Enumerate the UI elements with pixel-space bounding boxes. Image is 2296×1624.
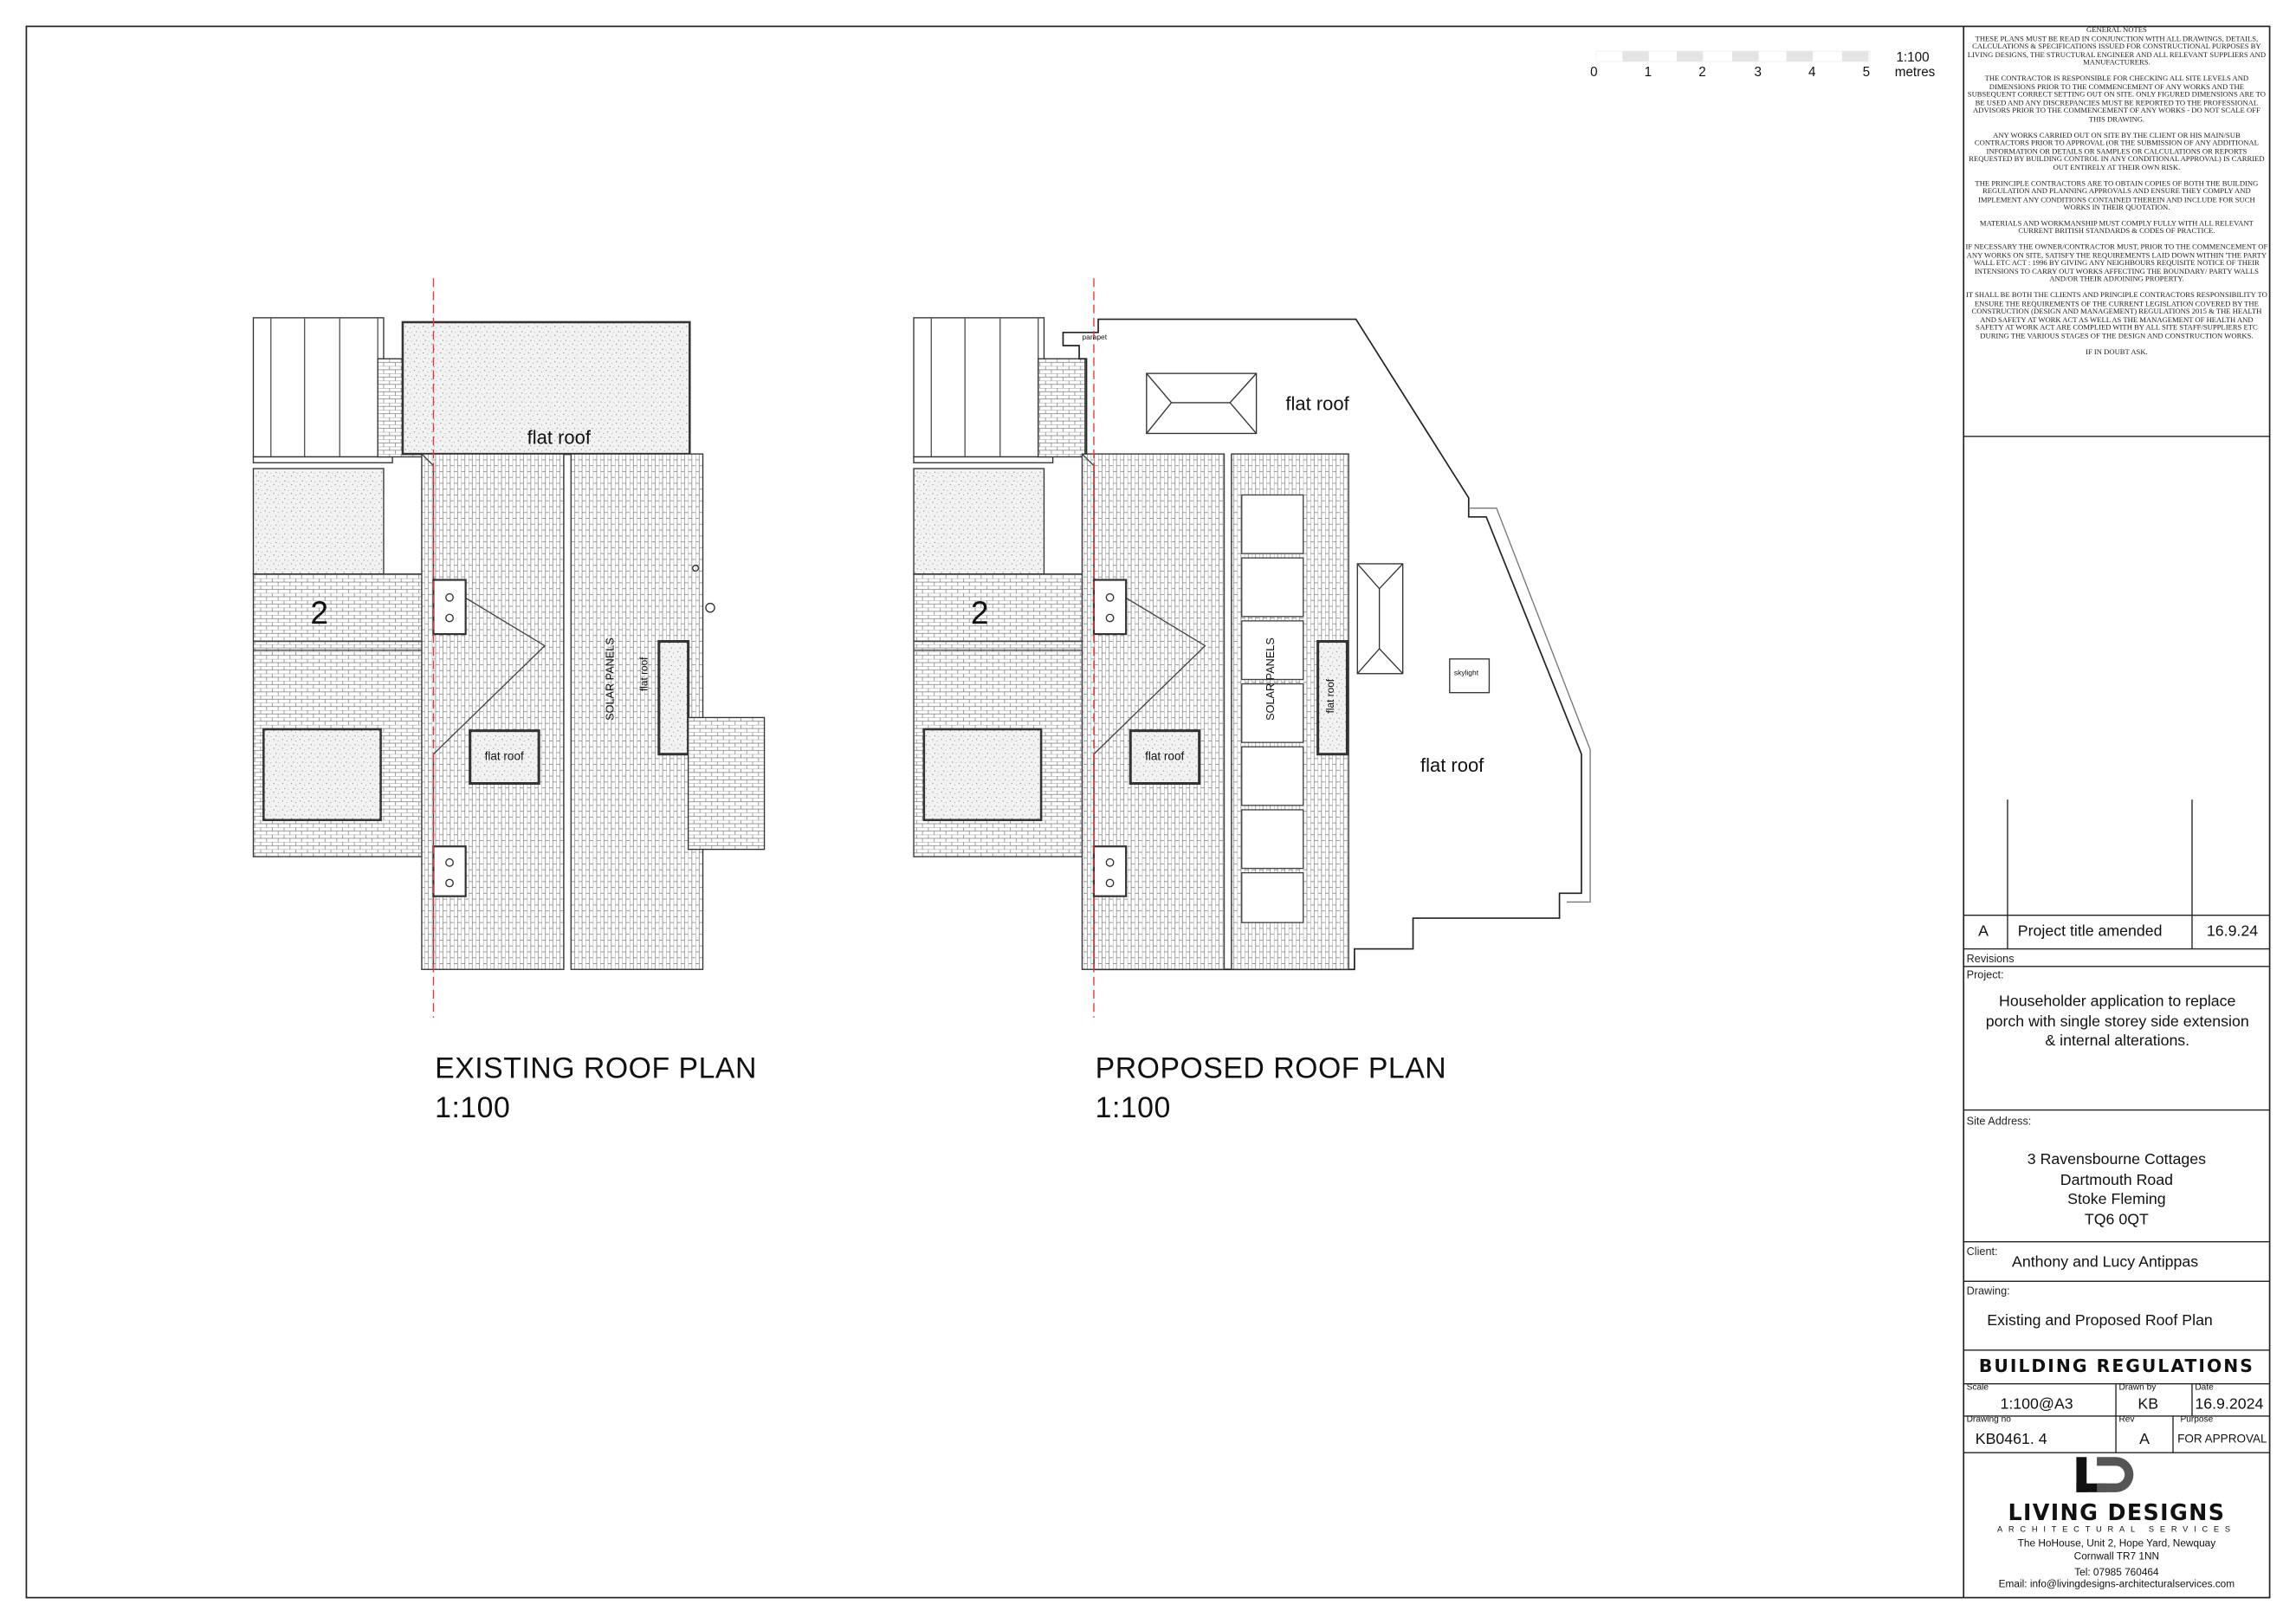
company-email: Email: info@livingdesigns-architecturals… (1998, 1580, 2235, 1591)
project-description: Householder application to replace porch… (1985, 993, 2249, 1051)
drawing-no-label: Drawing no (1966, 1415, 2011, 1426)
stage-banner: BUILDING REGULATIONS (1978, 1355, 2254, 1377)
address-line: TQ6 0QT (2084, 1210, 2149, 1228)
solar-panel-array (1241, 494, 1304, 923)
note: IF NECESSARY THE OWNER/CONTRACTOR MUST, … (1965, 243, 2268, 285)
scale-value: 1:100@A3 (2000, 1395, 2073, 1414)
notes-heading: GENERAL NOTES (2086, 26, 2147, 36)
proposed-flat-roof-bottom-label: flat roof (1420, 754, 1484, 777)
parapet-label: parapet (1082, 333, 1108, 343)
address-line: Dartmouth Road (2060, 1170, 2174, 1189)
title-block-lines (1963, 436, 2270, 1453)
note: THESE PLANS MUST BE READ IN CONJUNCTION … (1967, 34, 2267, 68)
purpose-value: FOR APPROVAL (2177, 1432, 2267, 1446)
living-designs-logo-mark (2076, 1457, 2134, 1492)
company-address-1: The HoHouse, Unit 2, Hope Yard, Newquay (2017, 1538, 2216, 1550)
rev-label: Rev (2118, 1415, 2135, 1426)
date-value: 16.9.2024 (2195, 1395, 2264, 1414)
company-tel: Tel: 07985 760464 (2074, 1568, 2159, 1579)
note: IT SHALL BE BOTH THE CLIENTS AND PRINCIP… (1965, 291, 2267, 341)
client-name: Anthony and Lucy Antippas (2012, 1253, 2199, 1271)
note: MATERIALS AND WORKMANSHIP MUST COMPLY FU… (1979, 219, 2254, 236)
company-tagline: ARCHITECTURAL SERVICES (1996, 1525, 2236, 1535)
scale-tick-1: 1 (1644, 64, 1652, 80)
rev-value: A (2139, 1430, 2150, 1449)
note: ANY WORKS CARRIED OUT ON SITE BY THE CLI… (1969, 131, 2265, 173)
existing-solar-label: SOLAR PANELS (603, 637, 617, 721)
site-address-label: Site Address: (1966, 1114, 2032, 1128)
scale-unit: metres (1894, 64, 1936, 80)
existing-roof-plan (252, 278, 766, 1019)
sheet-border (25, 25, 2271, 1599)
company-address-2: Cornwall TR7 1NN (2073, 1552, 2160, 1563)
proposed-roof-plan (913, 278, 1591, 1019)
client-label: Client: (1966, 1245, 1998, 1258)
existing-house-number: 2 (310, 594, 329, 631)
proposed-plan-scale: 1:100 (1095, 1092, 1171, 1125)
proposed-solar-label: SOLAR PANELS (1264, 637, 1277, 721)
date-label: Date (2195, 1383, 2214, 1393)
drawing-label: Drawing: (1966, 1284, 2010, 1297)
existing-plan-title: EXISTING ROOF PLAN (435, 1052, 757, 1085)
scale-tick-2: 2 (1698, 64, 1706, 80)
scale-tick-3: 3 (1754, 64, 1762, 80)
revision-description: Project title amended (2017, 922, 2163, 941)
proposed-flat-roof-top-label: flat roof (1285, 392, 1349, 415)
project-label: Project: (1966, 967, 2004, 981)
proposed-flat-roof-small-label: flat roof (1145, 749, 1185, 763)
skylight-label: skylight (1453, 669, 1479, 678)
scale-tick-0: 0 (1590, 64, 1598, 80)
revisions-label: Revisions (1966, 951, 2015, 966)
site-address: 3 Ravensbourne Cottages Dartmouth Road S… (1963, 1151, 2269, 1230)
existing-flat-roof-side-label: flat roof (639, 657, 650, 692)
purpose-label: Purpose (2180, 1415, 2214, 1426)
note: IF IN DOUBT ASK. (2086, 347, 2148, 357)
drawing-title: Existing and Proposed Roof Plan (1987, 1311, 2213, 1330)
scale-tick-5: 5 (1862, 64, 1871, 80)
revision-date: 16.9.24 (2206, 922, 2259, 941)
scale-ratio: 1:100 (1896, 49, 1930, 65)
address-line: Stoke Fleming (2067, 1190, 2166, 1208)
proposed-plan-title: PROPOSED ROOF PLAN (1095, 1052, 1447, 1085)
note: THE PRINCIPLE CONTRACTORS ARE TO OBTAIN … (1975, 179, 2259, 213)
note: THE CONTRACTOR IS RESPONSIBLE FOR CHECKI… (1967, 74, 2267, 125)
proposed-house-number: 2 (970, 594, 989, 631)
general-notes: GENERAL NOTES THESE PLANS MUST BE READ I… (1965, 26, 2268, 365)
scale-bar (1595, 50, 1871, 62)
company-name: LIVING DESIGNS (2008, 1499, 2226, 1526)
address-line: 3 Ravensbourne Cottages (2027, 1150, 2207, 1169)
drawn-by-value: KB (2138, 1395, 2159, 1414)
proposed-flat-roof-side-label: flat roof (1326, 678, 1337, 714)
scale-tick-4: 4 (1808, 64, 1816, 80)
drawn-by-label: Drawn by (2118, 1383, 2157, 1393)
revision-letter: A (1978, 922, 1989, 941)
scale-label: Scale (1966, 1383, 1989, 1393)
existing-flat-roof-small-label: flat roof (484, 749, 524, 763)
existing-flat-roof-label: flat roof (527, 425, 591, 449)
existing-plan-scale: 1:100 (435, 1092, 511, 1125)
drawing-no-value: KB0461. 4 (1975, 1430, 2047, 1449)
